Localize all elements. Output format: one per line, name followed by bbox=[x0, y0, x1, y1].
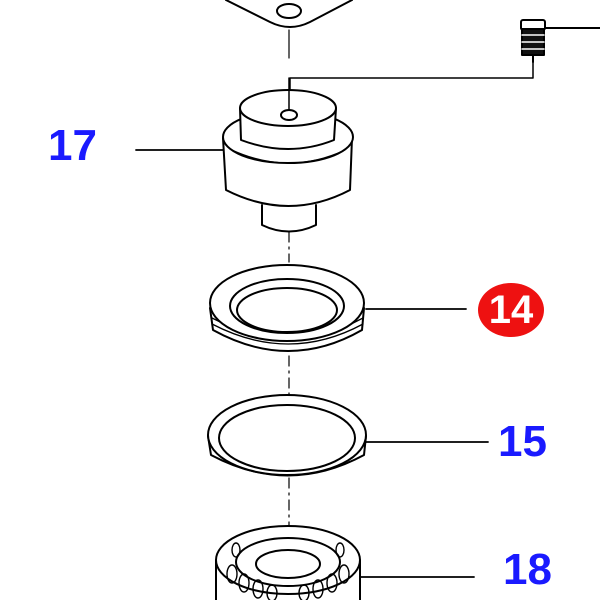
grease-fitting bbox=[289, 19, 600, 111]
callout-14-highlight-badge: 14 bbox=[478, 283, 544, 337]
leader-lines bbox=[135, 149, 489, 578]
part-18-bearing bbox=[215, 525, 361, 600]
flange-plate bbox=[225, 0, 353, 28]
callout-15: 15 bbox=[498, 417, 547, 466]
callout-17: 17 bbox=[48, 121, 97, 170]
part-17-bushing bbox=[222, 77, 354, 233]
part-14-seal-ring bbox=[209, 264, 365, 352]
callout-18: 18 bbox=[503, 545, 552, 594]
part-15-ring bbox=[207, 394, 367, 477]
